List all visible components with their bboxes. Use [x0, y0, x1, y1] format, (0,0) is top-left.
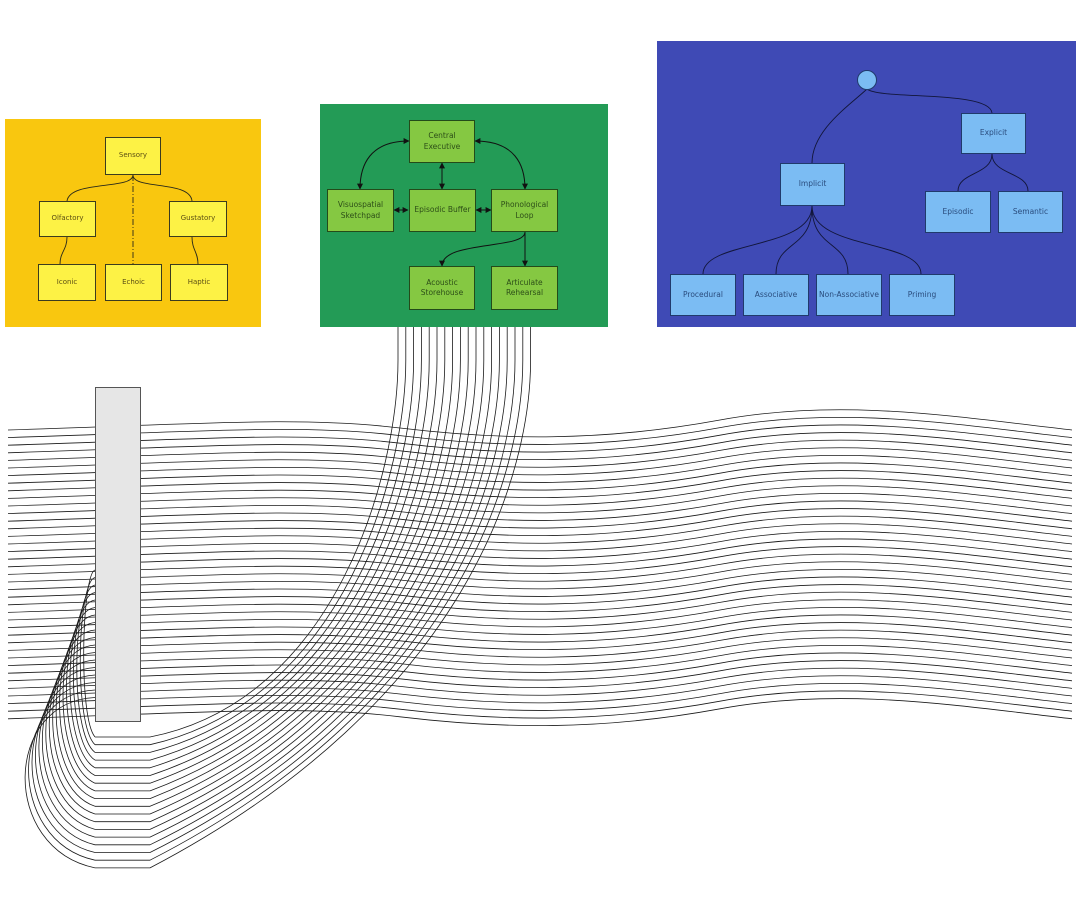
loop-wire — [35, 674, 96, 846]
associative-node[interactable]: Associative — [743, 274, 809, 316]
horizontal-wire — [7, 561, 1073, 590]
loop-wire — [59, 622, 96, 792]
drop-wire — [95, 327, 414, 753]
horizontal-wire — [7, 447, 1073, 476]
horizontal-wire — [7, 637, 1073, 666]
horizontal-wire — [7, 470, 1073, 499]
horizontal-wire — [7, 409, 1073, 438]
drop-wire — [95, 327, 524, 861]
horizontal-wire — [7, 667, 1073, 696]
central-executive-node[interactable]: Central Executive — [409, 120, 475, 163]
connector-bar — [95, 387, 141, 722]
horizontal-wire — [7, 644, 1073, 673]
horizontal-wire — [7, 682, 1073, 711]
echoic-node[interactable]: Echoic — [105, 264, 162, 301]
acoustic-storehouse-node[interactable]: Acoustic Storehouse — [409, 266, 475, 310]
horizontal-wire — [7, 675, 1073, 704]
horizontal-wire — [7, 599, 1073, 628]
drop-wire — [95, 327, 438, 776]
explicit-node[interactable]: Explicit — [961, 113, 1026, 154]
loop-wire — [42, 659, 96, 830]
articulate-rehearsal-node[interactable]: Articulate Rehearsal — [491, 266, 558, 310]
horizontal-wire — [7, 690, 1073, 719]
drop-wire — [95, 327, 461, 799]
horizontal-wire — [7, 462, 1073, 491]
loop-wire — [52, 637, 96, 807]
priming-node[interactable]: Priming — [889, 274, 955, 316]
horizontal-wire — [7, 576, 1073, 605]
horizontal-wire — [7, 416, 1073, 445]
horizontal-wire — [7, 424, 1073, 453]
horizontal-wire — [7, 584, 1073, 613]
loop-wire — [28, 689, 96, 861]
drop-wire — [95, 327, 446, 784]
gustatory-node[interactable]: Gustatory — [169, 201, 227, 237]
horizontal-wire — [7, 523, 1073, 552]
horizontal-wire — [7, 515, 1073, 544]
drop-wire — [95, 327, 492, 830]
loop-wire — [31, 682, 96, 853]
horizontal-wire — [7, 477, 1073, 506]
drop-wire — [95, 327, 422, 761]
drop-wire — [95, 327, 430, 769]
drop-wire — [95, 327, 407, 746]
drop-wire — [95, 327, 469, 807]
horizontal-wire — [7, 492, 1073, 521]
horizontal-wire — [7, 530, 1073, 559]
olfactory-node[interactable]: Olfactory — [39, 201, 96, 237]
loop-wire — [66, 607, 96, 776]
horizontal-wire — [7, 538, 1073, 567]
ltm-root-circle[interactable] — [857, 70, 877, 90]
sensory-node[interactable]: Sensory — [105, 137, 161, 175]
non-associative-node[interactable]: Non-Associative — [816, 274, 882, 316]
procedural-node[interactable]: Procedural — [670, 274, 736, 316]
phonological-loop-node[interactable]: Phonological Loop — [491, 189, 558, 232]
episodic-node[interactable]: Episodic — [925, 191, 991, 233]
loop-wire — [72, 592, 96, 761]
loop-wire — [55, 629, 96, 799]
horizontal-wire — [7, 500, 1073, 529]
horizontal-wire — [7, 698, 1073, 727]
horizontal-wire — [7, 591, 1073, 620]
drop-wire — [95, 327, 516, 853]
horizontal-wire — [7, 660, 1073, 689]
loop-wire — [45, 652, 96, 823]
episodic-buffer-node[interactable]: Episodic Buffer — [409, 189, 476, 232]
loop-wire — [79, 577, 96, 745]
loop-wire — [48, 644, 96, 815]
loop-wire — [24, 697, 96, 869]
drop-wire — [95, 327, 453, 792]
drop-wire — [95, 327, 500, 838]
horizontal-wire — [7, 546, 1073, 575]
horizontal-wire — [7, 622, 1073, 651]
haptic-node[interactable]: Haptic — [170, 264, 228, 301]
drop-wire — [95, 327, 508, 846]
semantic-node[interactable]: Semantic — [998, 191, 1063, 233]
drop-wire — [95, 327, 531, 869]
loop-wire — [76, 584, 96, 753]
drop-wire — [95, 327, 485, 823]
horizontal-wire — [7, 508, 1073, 537]
horizontal-wire — [7, 606, 1073, 635]
loop-wire — [38, 667, 96, 838]
horizontal-wire — [7, 553, 1073, 582]
horizontal-wire — [7, 568, 1073, 597]
drop-wire — [95, 327, 399, 738]
implicit-node[interactable]: Implicit — [780, 163, 845, 206]
horizontal-wire — [7, 439, 1073, 468]
horizontal-wire — [7, 629, 1073, 658]
horizontal-wire — [7, 432, 1073, 461]
horizontal-wire — [7, 454, 1073, 483]
horizontal-wire — [7, 485, 1073, 514]
horizontal-wire — [7, 614, 1073, 643]
loop-wire — [69, 599, 96, 769]
iconic-node[interactable]: Iconic — [38, 264, 96, 301]
horizontal-wire — [7, 652, 1073, 681]
visuospatial-sketchpad-node[interactable]: Visuospatial Sketchpad — [327, 189, 394, 232]
drop-wire — [95, 327, 477, 815]
